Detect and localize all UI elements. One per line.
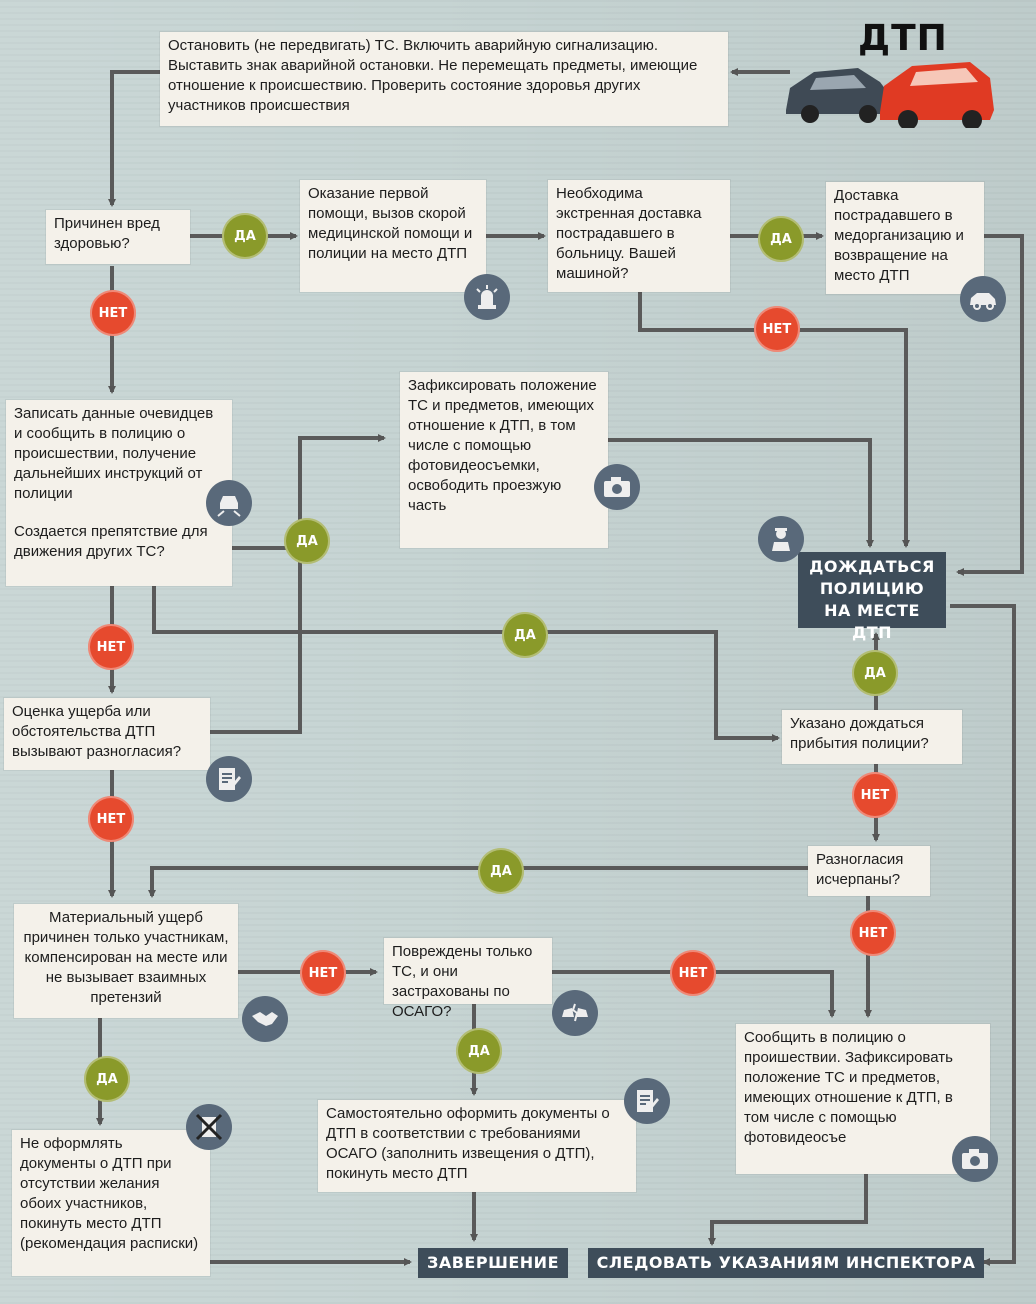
document-edit-icon — [206, 756, 252, 802]
car-road-icon — [206, 480, 252, 526]
fix-position-box: Зафиксировать положение ТС и предметов, … — [400, 372, 608, 548]
told-to-wait-question: Указано дождаться прибытия полиции? — [782, 710, 962, 764]
yes-badge: ДА — [502, 612, 548, 658]
report-police-box: Сообщить в полицию о проишествии. Зафикс… — [736, 1024, 990, 1174]
urgent-delivery-question: Необходима экстренная доставка пострадав… — [548, 180, 730, 292]
line-only-no-to-report — [552, 970, 836, 1018]
no-badge: НЕТ — [852, 772, 898, 818]
page-title: ДТП — [858, 18, 948, 59]
yes-badge: ДА — [758, 216, 804, 262]
line-fix-to-wait — [608, 438, 874, 548]
witnesses-and-obstacle-box: Записать данные очевидцев и сообщить в п… — [6, 400, 232, 586]
no-badge: НЕТ — [850, 910, 896, 956]
start-instructions: Остановить (не передвигать) ТС. Включить… — [160, 32, 728, 126]
yes-badge: ДА — [84, 1056, 130, 1102]
only-vehicles-question: Повреждены только ТС, и они застрахованы… — [384, 938, 552, 1020]
no-badge: НЕТ — [754, 306, 800, 352]
handshake-icon — [242, 996, 288, 1042]
yes-badge: ДА — [456, 1028, 502, 1074]
no-badge: НЕТ — [670, 950, 716, 996]
line-report-to-inspector — [708, 1174, 868, 1246]
self-documents-box: Самостоятельно оформить документы о ДТП … — [318, 1100, 636, 1192]
terminal-finish: ЗАВЕРШЕНИЕ — [418, 1248, 568, 1278]
line-resolved-yes-to-material — [148, 866, 808, 898]
record-witnesses-text: Записать данные очевидцев и сообщить в п… — [14, 405, 214, 502]
no-badge: НЕТ — [88, 796, 134, 842]
ambulance-car-icon — [960, 276, 1006, 322]
line-start-to-health — [108, 70, 160, 207]
no-badge: НЕТ — [90, 290, 136, 336]
car-crash-icon — [552, 990, 598, 1036]
police-officer-icon — [758, 516, 804, 562]
yes-badge: ДА — [222, 213, 268, 259]
terminal-wait-police: ДОЖДАТЬСЯ ПОЛИЦИЮ НА МЕСТЕ ДТП — [798, 552, 946, 642]
line-wait-to-inspector — [950, 604, 1016, 1266]
delivery-box: Доставка пострадавшего в медорганизацию … — [826, 182, 984, 294]
siren-icon — [464, 274, 510, 320]
damage-assessment-question: Оценка ущерба или обстоятельства ДТП выз… — [4, 698, 210, 770]
yes-badge: ДА — [852, 650, 898, 696]
no-documents-box: Не оформлять документы о ДТП при отсутст… — [12, 1130, 210, 1276]
first-aid-box: Оказание первой помощи, вызов скорой мед… — [300, 180, 486, 292]
no-badge: НЕТ — [88, 624, 134, 670]
crossed-document-icon — [186, 1104, 232, 1150]
material-damage-box: Материальный ущерб причинен только участ… — [14, 904, 238, 1018]
camera-icon — [952, 1136, 998, 1182]
document-edit-icon — [624, 1078, 670, 1124]
line-damage-yes — [210, 548, 302, 734]
yes-badge: ДА — [478, 848, 524, 894]
yes-badge: ДА — [284, 518, 330, 564]
line-obstacle-to-toldwait — [152, 586, 780, 742]
obstacle-question: Создается препятствие для движения други… — [14, 523, 208, 560]
no-badge: НЕТ — [300, 950, 346, 996]
disagreements-resolved-question: Разногласия исчерпаны? — [808, 846, 930, 896]
camera-icon — [594, 464, 640, 510]
line-delivery-to-wait — [956, 234, 1024, 576]
health-harm-question: Причинен вред здоровью? — [46, 210, 190, 264]
crash-cars-icon — [786, 62, 994, 128]
line-obstacle-to-fix — [232, 434, 386, 550]
terminal-follow-inspector: СЛЕДОВАТЬ УКАЗАНИЯМ ИНСПЕКТОРА — [588, 1248, 984, 1278]
